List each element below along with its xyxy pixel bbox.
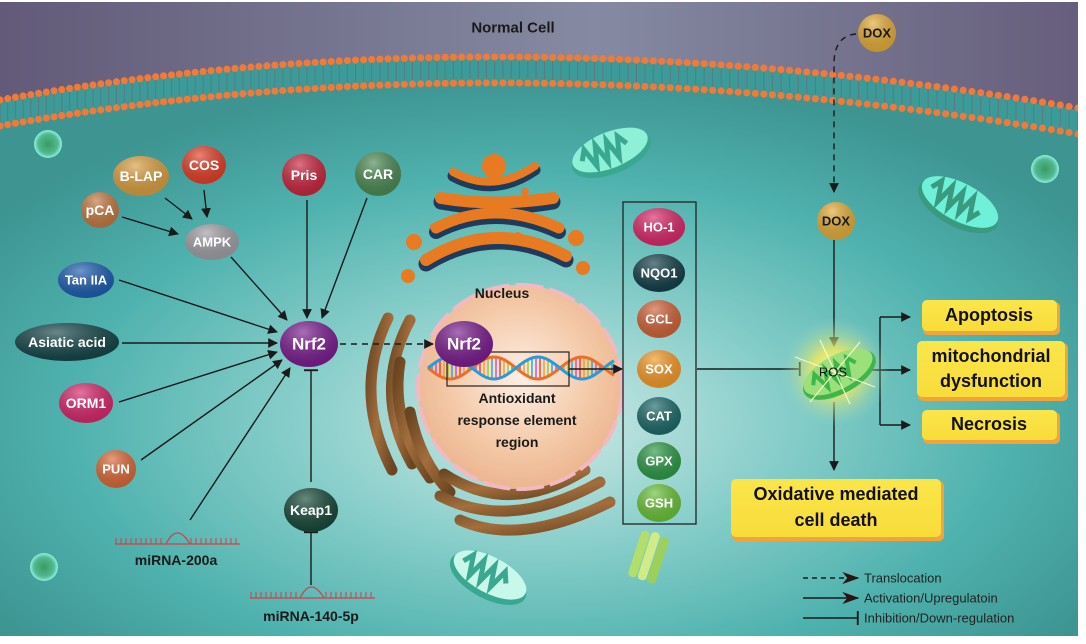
mitochondrion-icon xyxy=(449,549,527,606)
activator-label-cos: COS xyxy=(189,157,219,173)
mito-dysfunction-line2: dysfunction xyxy=(940,371,1042,391)
mito-dysfunction-line1: mitochondrial xyxy=(931,346,1050,366)
nrf2-nucleus-label: Nrf2 xyxy=(447,335,481,354)
activator-node-pun[interactable]: PUN xyxy=(96,450,136,488)
activator-label-pun: PUN xyxy=(102,462,129,477)
cell-death-box: Oxidative mediated cell death xyxy=(731,479,944,541)
edge-tan-nrf2 xyxy=(118,279,278,334)
dox-outside-node[interactable]: DOX xyxy=(858,14,896,52)
gene-node-sox[interactable]: SOX xyxy=(637,350,681,388)
edge-pca-ampk xyxy=(121,216,179,237)
gene-node-gsh[interactable]: GSH xyxy=(637,484,681,522)
nrf2-cytoplasm-node[interactable]: Nrf2 xyxy=(280,321,338,367)
gene-node-cat[interactable]: CAT xyxy=(637,397,681,435)
edge-mirna200a-nrf2 xyxy=(189,367,291,521)
mitochondrial-dysfunction-box: mitochondrial dysfunction xyxy=(917,341,1068,401)
endoplasmic-reticulum-icon xyxy=(365,312,616,536)
legend-translocation-label: Translocation xyxy=(864,571,942,586)
dox-inside-node[interactable]: DOX xyxy=(817,202,855,240)
necrosis-box: Necrosis xyxy=(922,410,1060,444)
gene-node-gcl[interactable]: GCL xyxy=(637,300,681,338)
activator-label-blap: B-LAP xyxy=(120,168,163,184)
gene-node-nqo1[interactable]: NQO1 xyxy=(633,254,685,292)
are-label-line1: Antioxidant xyxy=(479,390,556,406)
keap1-label: Keap1 xyxy=(290,502,332,518)
edge-blap-ampk xyxy=(164,197,193,220)
gene-node-ho-1[interactable]: HO-1 xyxy=(633,208,685,246)
legend: Translocation Activation/Upregulatoin In… xyxy=(803,571,1014,626)
cell-diagram: Normal Cell xyxy=(0,2,1078,636)
ros-label: ROS xyxy=(819,365,848,380)
keap1-node[interactable]: Keap1 xyxy=(284,488,338,532)
edge-pun-nrf2 xyxy=(140,359,283,461)
mitochondrion-icon xyxy=(571,127,652,179)
are-label-line3: region xyxy=(496,434,539,450)
legend-activation-label: Activation/Upregulatoin xyxy=(864,591,998,606)
vesicle-icon xyxy=(1031,155,1059,183)
activator-label-asiatic: Asiatic acid xyxy=(28,334,106,350)
apoptosis-box: Apoptosis xyxy=(922,300,1060,335)
activator-node-cos[interactable]: COS xyxy=(182,146,226,184)
dox-outside-label: DOX xyxy=(863,26,892,41)
legend-inhibition-label: Inhibition/Down-regulation xyxy=(864,611,1014,626)
edge-cos-ampk xyxy=(201,189,211,218)
edge-dox-translocation xyxy=(829,33,857,193)
edge-orm1-nrf2 xyxy=(118,349,278,403)
cell-death-line1: Oxidative mediated xyxy=(753,484,918,504)
gene-label: HO-1 xyxy=(643,220,674,235)
activator-label-orm1: ORM1 xyxy=(66,395,107,411)
dox-inside-label: DOX xyxy=(822,214,851,229)
mitochondrion-icon xyxy=(918,175,999,234)
are-label-line2: response element xyxy=(457,412,576,428)
activator-node-blap[interactable]: B-LAP xyxy=(113,156,169,196)
diagram-title: Normal Cell xyxy=(471,20,554,37)
activator-node-asiatic[interactable]: Asiatic acid xyxy=(15,323,119,361)
activator-label-tan: Tan IIA xyxy=(65,273,108,288)
activator-node-tan[interactable]: Tan IIA xyxy=(58,262,114,298)
mirna-200a-label: miRNA-200a xyxy=(135,552,218,568)
gene-label: GPX xyxy=(645,454,673,469)
nucleus xyxy=(416,283,624,491)
necrosis-label: Necrosis xyxy=(951,414,1027,434)
gene-node-gpx[interactable]: GPX xyxy=(637,442,681,480)
gene-label: GCL xyxy=(645,312,673,327)
activator-node-car[interactable]: CAR xyxy=(355,152,401,196)
apoptosis-label: Apoptosis xyxy=(945,305,1033,325)
antioxidant-genes-box xyxy=(622,201,697,525)
activator-node-orm1[interactable]: ORM1 xyxy=(59,383,113,423)
activator-label-pris: Pris xyxy=(291,167,318,183)
activator-node-pris[interactable]: Pris xyxy=(282,154,326,196)
nrf2-cytoplasm-label: Nrf2 xyxy=(292,335,326,354)
nucleus-title: Nucleus xyxy=(475,285,530,301)
cell-membrane xyxy=(0,53,1078,138)
nrf2-nucleus-node[interactable]: Nrf2 xyxy=(435,321,493,367)
activator-label-pca: pCA xyxy=(86,202,115,218)
gene-label: CAT xyxy=(646,409,672,424)
golgi-apparatus-icon xyxy=(401,154,590,283)
cell-death-line2: cell death xyxy=(794,510,877,530)
activator-node-ampk[interactable]: AMPK xyxy=(185,224,239,260)
activator-label-ampk: AMPK xyxy=(193,235,232,250)
edge-ampk-nrf2 xyxy=(230,256,288,321)
vesicle-icon xyxy=(30,553,58,581)
ros-mitochondrion-icon xyxy=(780,317,890,427)
gene-label: SOX xyxy=(645,362,673,377)
centriole-icon xyxy=(628,530,669,584)
activator-label-car: CAR xyxy=(363,166,393,182)
gene-label: GSH xyxy=(645,496,673,511)
mirna-140-label: miRNA-140-5p xyxy=(263,608,359,624)
vesicle-icon xyxy=(34,130,62,158)
gene-label: NQO1 xyxy=(641,266,678,281)
activator-node-pca[interactable]: pCA xyxy=(81,192,119,228)
edge-car-nrf2 xyxy=(320,197,368,319)
